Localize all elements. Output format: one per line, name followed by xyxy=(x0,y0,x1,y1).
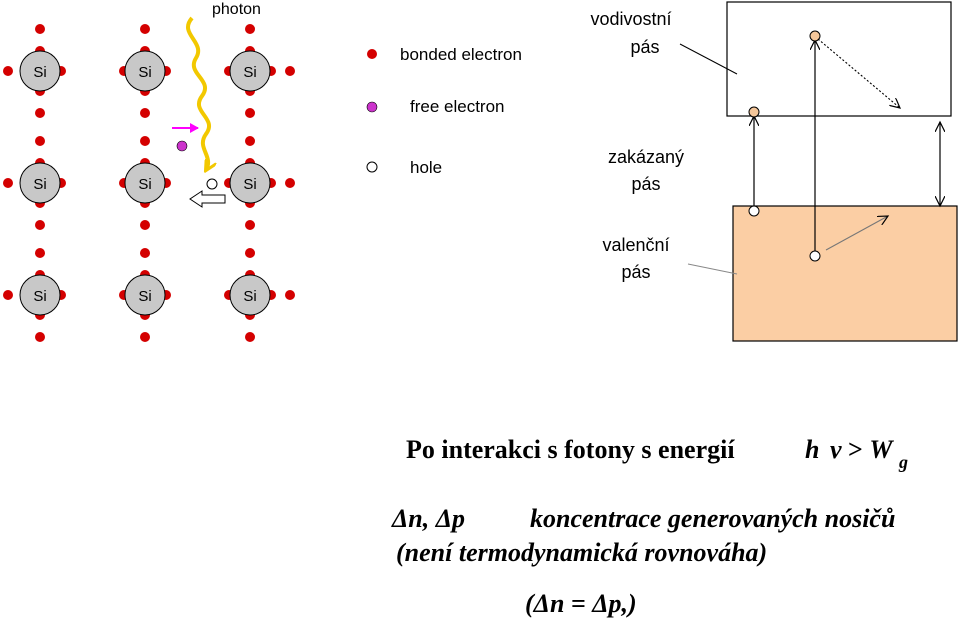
non-equilibrium-text: (není termodynamická rovnováha) xyxy=(396,538,767,567)
silicon-atom-label: Si xyxy=(33,176,46,193)
bonded-electron xyxy=(140,136,150,146)
bonded-electron xyxy=(3,178,13,188)
conduction-band-label-2: pás xyxy=(630,37,659,57)
energy-h: h xyxy=(805,435,819,464)
delta-np: Δn, Δp xyxy=(391,504,465,533)
energy-W: W xyxy=(869,435,894,464)
legend-hole-label: hole xyxy=(410,158,442,177)
bonded-electron xyxy=(245,248,255,258)
silicon-atom xyxy=(124,50,166,92)
generated-pair xyxy=(172,123,226,208)
hole-move-arrow xyxy=(189,190,226,208)
interaction-text: Po interakci s fotony s energií xyxy=(406,435,735,464)
valence-band-label-1: valenční xyxy=(602,235,669,255)
free-electron-dot xyxy=(176,140,188,152)
valence-band xyxy=(732,205,958,342)
silicon-atom-label: Si xyxy=(243,288,256,305)
bonded-electron xyxy=(285,66,295,76)
legend-hole-dot xyxy=(366,161,378,173)
interaction-line: Po interakci s fotony s energií h ν > W … xyxy=(406,435,908,472)
left-electron xyxy=(748,106,760,118)
silicon-atom xyxy=(19,274,61,316)
conduction-band xyxy=(726,1,952,117)
silicon-atom xyxy=(19,50,61,92)
valence-band-label-2: pás xyxy=(621,262,650,282)
middle-electron xyxy=(809,30,821,42)
bonded-electron xyxy=(140,220,150,230)
bonded-electron xyxy=(35,332,45,342)
bonded-electron xyxy=(35,136,45,146)
silicon-atom xyxy=(229,274,271,316)
forbidden-band-label-1: zakázaný xyxy=(608,147,684,167)
silicon-atom xyxy=(229,162,271,204)
left-hole xyxy=(748,205,760,217)
valence-band-pointer xyxy=(687,263,738,275)
bonded-electron xyxy=(245,24,255,34)
silicon-atom-label: Si xyxy=(138,176,151,193)
silicon-atom-label: Si xyxy=(138,288,151,305)
energy-gt: > xyxy=(848,435,869,464)
middle-hole xyxy=(809,250,821,262)
silicon-atom-label: Si xyxy=(243,64,256,81)
conduction-band-pointer xyxy=(679,43,738,75)
photon: photon xyxy=(186,1,261,170)
photon-wave xyxy=(186,16,209,170)
hole-relaxation-arrow xyxy=(825,216,888,251)
silicon-atom-label: Si xyxy=(33,288,46,305)
hole-dot xyxy=(206,178,218,190)
bonded-electron xyxy=(35,248,45,258)
explanation-text: Po interakci s fotony s energií h ν > W … xyxy=(391,435,908,618)
bonded-electron xyxy=(285,290,295,300)
bonded-electron xyxy=(245,108,255,118)
bonded-electron xyxy=(35,220,45,230)
photon-label: photon xyxy=(212,1,261,18)
energy-g: g xyxy=(898,452,908,472)
bonded-electron xyxy=(35,24,45,34)
bonded-electron xyxy=(285,178,295,188)
bonded-electron xyxy=(245,332,255,342)
legend-free-dot xyxy=(366,101,378,113)
equation-text: (Δn = Δp,) xyxy=(525,589,637,618)
silicon-atom xyxy=(124,274,166,316)
bonded-electron xyxy=(140,24,150,34)
legend-bonded-label: bonded electron xyxy=(400,45,522,64)
silicon-atom-label: Si xyxy=(33,64,46,81)
bonded-electron xyxy=(35,108,45,118)
energy-nu: ν xyxy=(830,435,842,464)
bonded-electron xyxy=(140,108,150,118)
legend-bonded-dot xyxy=(367,49,377,59)
legend: bonded electron free electron hole xyxy=(366,45,522,177)
silicon-atom-label: Si xyxy=(243,176,256,193)
bonded-electron xyxy=(3,66,13,76)
thermalization-arrow xyxy=(817,38,900,108)
band-diagram: vodivostní pás zakázaný pás valenční pás xyxy=(590,1,958,342)
bonded-electron xyxy=(245,136,255,146)
bonded-electron xyxy=(140,248,150,258)
conduction-band-label-1: vodivostní xyxy=(590,9,671,29)
bonded-electron xyxy=(245,220,255,230)
bonded-electron xyxy=(140,332,150,342)
bonded-electron xyxy=(3,290,13,300)
silicon-atom xyxy=(229,50,271,92)
silicon-atom xyxy=(19,162,61,204)
silicon-atom-label: Si xyxy=(138,64,151,81)
silicon-atom xyxy=(124,162,166,204)
legend-free-label: free electron xyxy=(410,97,505,116)
forbidden-band-label-2: pás xyxy=(631,174,660,194)
concentration-text: koncentrace generovaných nosičů xyxy=(530,504,895,533)
